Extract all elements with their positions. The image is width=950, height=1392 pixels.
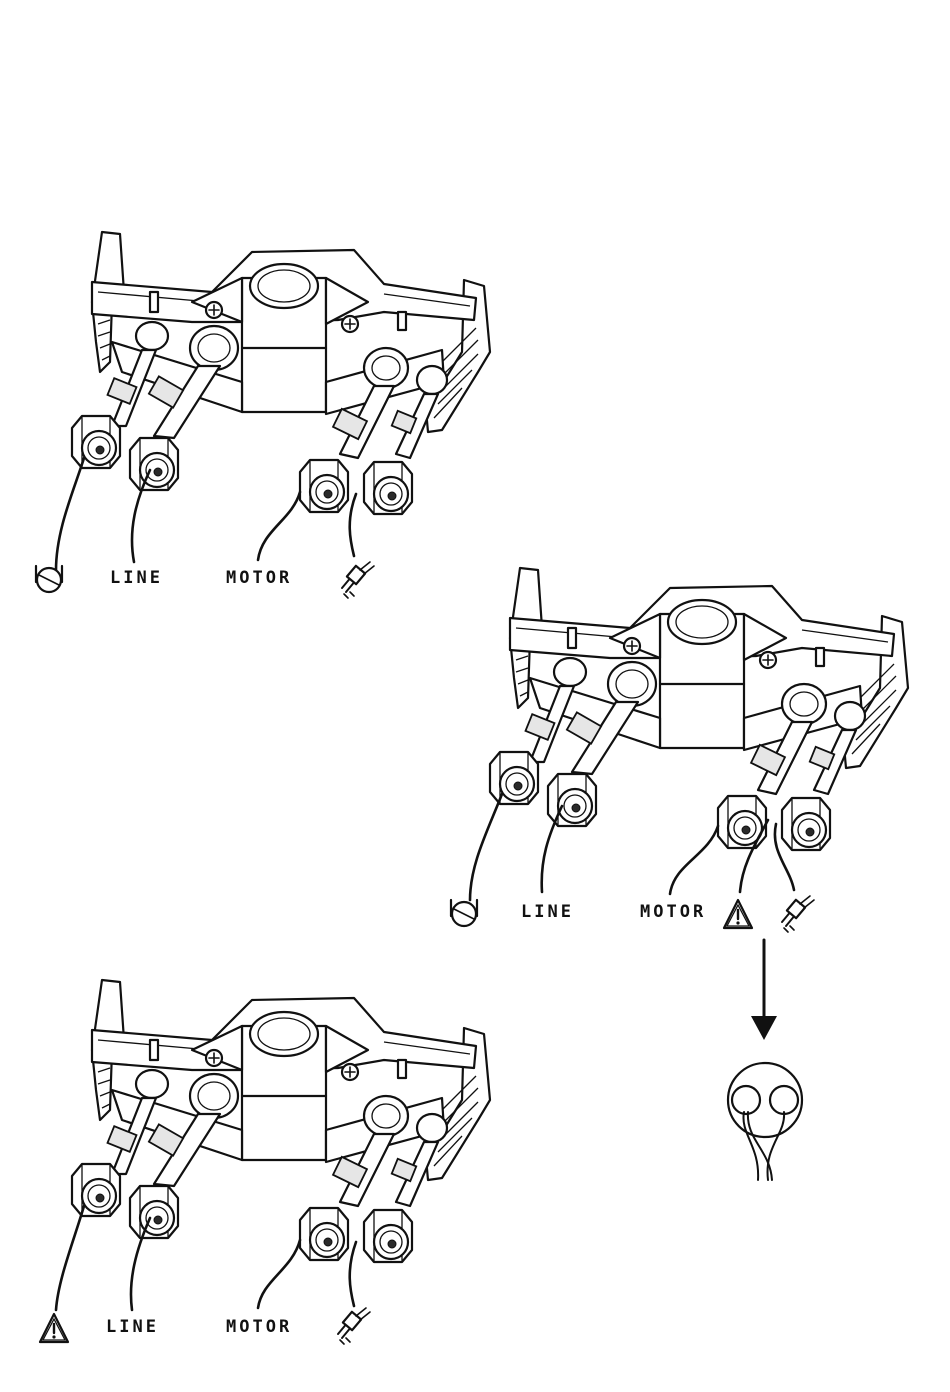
- pressure-tank-icon: [36, 566, 62, 592]
- sensor-connector-icon: [782, 896, 814, 932]
- label-line: LINE: [110, 568, 163, 588]
- warning-wire: [56, 1206, 84, 1310]
- drive-unit-top-left: [72, 232, 490, 514]
- motor-wire: [258, 1240, 300, 1308]
- label-motor: MOTOR: [640, 902, 706, 922]
- label-motor: MOTOR: [226, 568, 292, 588]
- figure-bottom-left: LINE MOTOR: [40, 980, 490, 1344]
- label-motor: MOTOR: [226, 1317, 292, 1337]
- sensor-wire: [350, 494, 356, 556]
- tank-wire: [470, 794, 502, 900]
- drive-unit-bottom-left: [72, 980, 490, 1262]
- pressure-tank-icon: [451, 900, 477, 926]
- two-wire-connector-icon: [728, 1063, 802, 1180]
- sensor-connector-icon: [338, 1308, 370, 1344]
- label-line: LINE: [106, 1317, 159, 1337]
- motor-wire: [258, 492, 300, 560]
- sensor-connector-icon: [342, 562, 374, 598]
- motor-wire: [670, 826, 718, 894]
- figure-middle-right: LINE MOTOR: [451, 568, 908, 1180]
- label-line: LINE: [521, 902, 574, 922]
- warning-triangle-icon: [724, 900, 752, 928]
- tank-wire: [56, 458, 84, 570]
- down-arrow-icon: [751, 940, 777, 1040]
- drive-unit-middle-right: [490, 568, 908, 850]
- sensor-wire: [350, 1242, 356, 1306]
- warning-triangle-icon: [40, 1314, 68, 1342]
- figure-top-left: LINE MOTOR: [36, 232, 490, 598]
